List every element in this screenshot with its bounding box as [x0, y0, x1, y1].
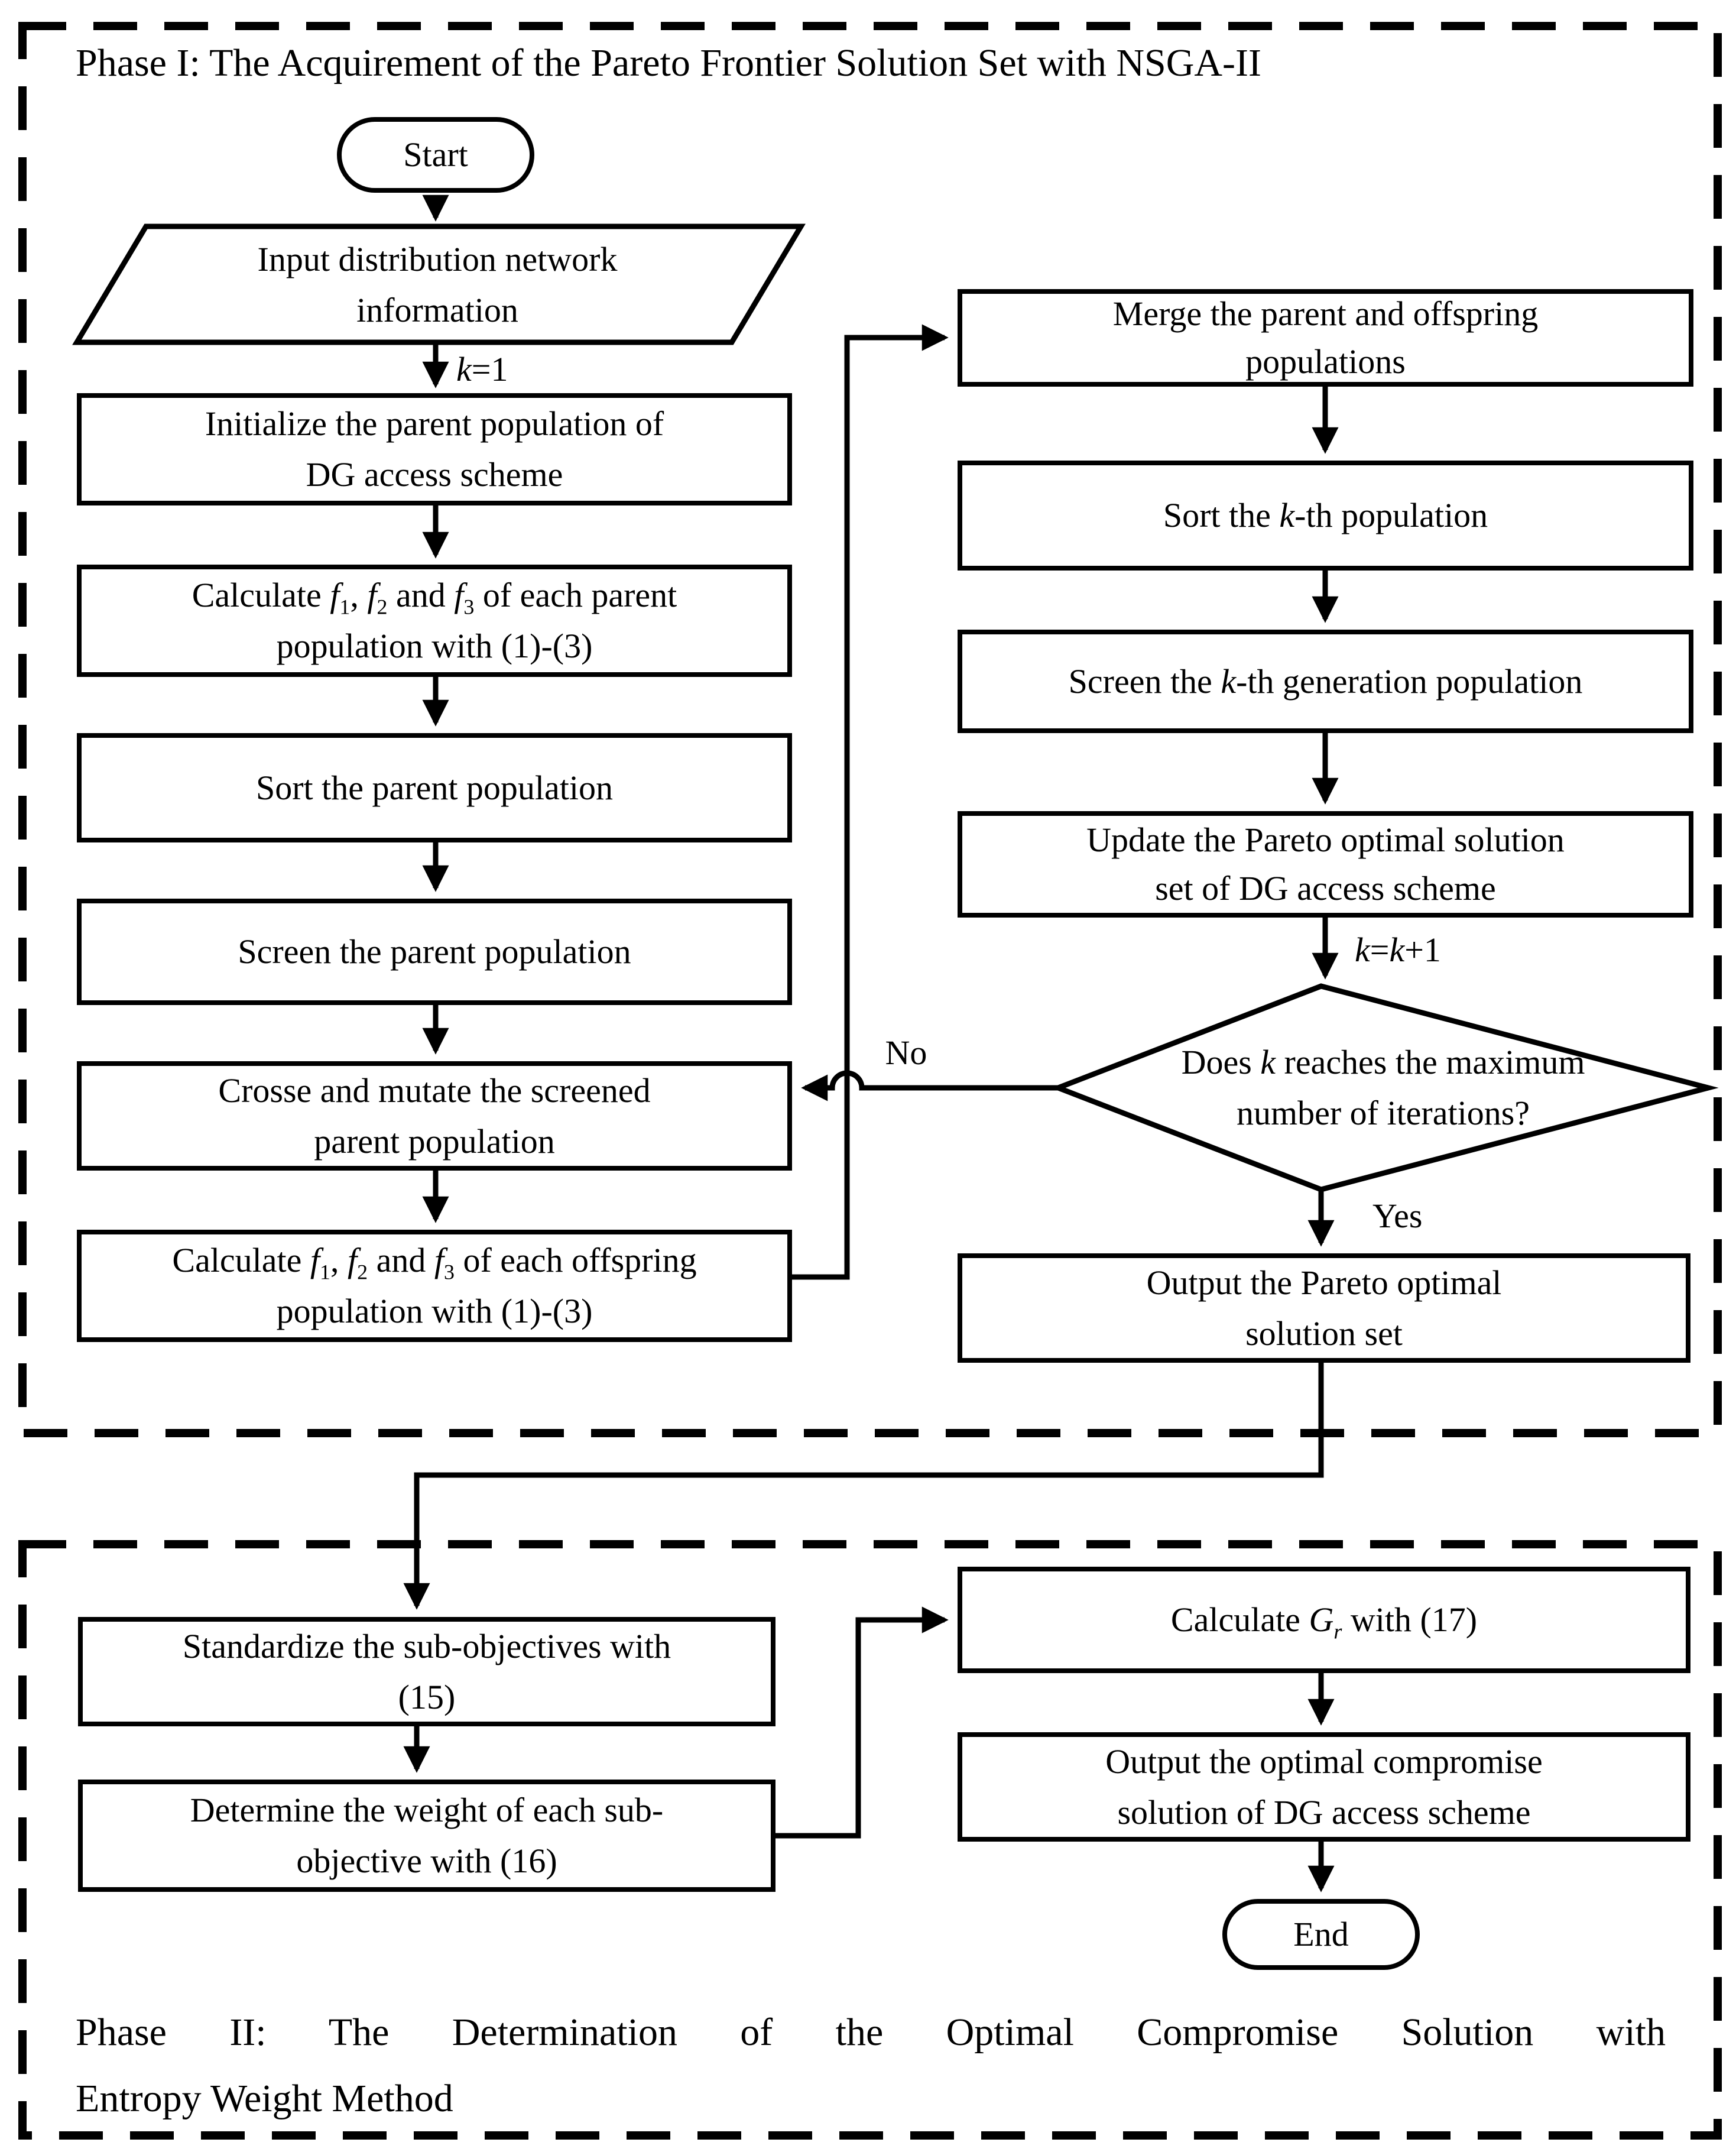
- output-compromise-line2: solution of DG access scheme: [1117, 1793, 1531, 1832]
- edge-decision-no-loop: [801, 1070, 1058, 1101]
- initialize-line1: Initialize the parent population of: [205, 404, 664, 443]
- determine-weight-line1: Determine the weight of each sub-: [190, 1791, 664, 1830]
- process-calc-parent-objectives: Calculate f1, f2 and f3 of each parent p…: [77, 565, 792, 677]
- decision-line1: Does k reaches the maximum: [1181, 1043, 1585, 1082]
- screen-kth-label: Screen the k-th generation population: [1068, 662, 1583, 701]
- process-sort-parent: Sort the parent population: [77, 733, 792, 842]
- phase2-title-line1: Phase II: The Determination of the Optim…: [76, 2011, 1666, 2054]
- standardize-line1: Standardize the sub-objectives with: [182, 1626, 671, 1665]
- process-calc-offspring-objectives: Calculate f1, f2 and f3 of each offsprin…: [77, 1230, 792, 1342]
- process-cross-mutate: Crosse and mutate the screened parent po…: [77, 1061, 792, 1171]
- edge-outputpareto-to-standardize: [403, 1363, 1324, 1610]
- label-k-increment: k=k+1: [1355, 931, 1441, 969]
- label-no: No: [885, 1033, 927, 1072]
- process-output-compromise: Output the optimal compromise solution o…: [958, 1732, 1690, 1842]
- process-calc-gr: Calculate Gr with (17): [958, 1567, 1690, 1673]
- label-k-init: k=1: [456, 350, 508, 388]
- phase2-dashed-border: [18, 1540, 1722, 2140]
- determine-weight-line2: objective with (16): [296, 1842, 557, 1880]
- calc-offspring-line1: Calculate f1, f2 and f3 of each offsprin…: [172, 1241, 697, 1284]
- decision-max-iterations: Does k reaches the maximum number of ite…: [1064, 989, 1702, 1187]
- end-label: End: [1293, 1915, 1349, 1954]
- label-yes: Yes: [1372, 1197, 1423, 1235]
- sort-kth-label: Sort the k-th population: [1163, 496, 1488, 535]
- merge-line2: populations: [1245, 342, 1406, 381]
- screen-parent-label: Screen the parent population: [238, 932, 631, 971]
- start-terminator: Start: [337, 117, 534, 193]
- update-pareto-line2: set of DG access scheme: [1155, 869, 1496, 908]
- input-line1: Input distribution network: [257, 240, 618, 279]
- decision-line2: number of iterations?: [1236, 1094, 1530, 1132]
- cross-mutate-line2: parent population: [314, 1122, 555, 1161]
- cross-mutate-line1: Crosse and mutate the screened: [218, 1071, 651, 1110]
- standardize-line2: (15): [398, 1677, 456, 1716]
- process-output-pareto: Output the Pareto optimal solution set: [958, 1253, 1690, 1363]
- phase1-dashed-border: [18, 22, 1722, 1437]
- process-determine-weight: Determine the weight of each sub- object…: [78, 1780, 775, 1892]
- edge-determine-to-calcgr: [775, 1606, 949, 1839]
- calc-parent-line1: Calculate f1, f2 and f3 of each parent: [192, 576, 677, 619]
- process-screen-kth: Screen the k-th generation population: [958, 630, 1693, 733]
- phase2-title-line2: Entropy Weight Method: [76, 2077, 453, 2121]
- merge-line1: Merge the parent and offspring: [1112, 294, 1539, 333]
- calc-gr-label: Calculate Gr with (17): [1170, 1600, 1478, 1644]
- output-compromise-line1: Output the optimal compromise: [1105, 1742, 1543, 1781]
- calc-offspring-line2: population with (1)-(3): [276, 1292, 593, 1330]
- process-sort-kth: Sort the k-th population: [958, 461, 1693, 571]
- input-line2: information: [356, 291, 518, 329]
- output-pareto-line1: Output the Pareto optimal: [1146, 1263, 1502, 1302]
- start-label: Start: [403, 135, 468, 174]
- process-merge-populations: Merge the parent and offspring populatio…: [958, 289, 1693, 387]
- process-update-pareto: Update the Pareto optimal solution set o…: [958, 811, 1693, 918]
- input-data-parallelogram: Input distribution network information: [89, 232, 786, 338]
- input-parallelogram-shape: [72, 223, 806, 345]
- process-initialize-parent: Initialize the parent population of DG a…: [77, 393, 792, 505]
- calc-parent-line2: population with (1)-(3): [276, 627, 593, 665]
- end-terminator: End: [1222, 1899, 1420, 1970]
- process-standardize: Standardize the sub-objectives with (15): [78, 1617, 775, 1726]
- phase1-title: Phase I: The Acquirement of the Pareto F…: [76, 41, 1261, 85]
- initialize-line2: DG access scheme: [306, 455, 563, 494]
- phase2-title: Phase II: The Determination of the Optim…: [76, 1999, 1666, 2132]
- output-pareto-line2: solution set: [1245, 1314, 1403, 1353]
- process-screen-parent: Screen the parent population: [77, 899, 792, 1005]
- update-pareto-line1: Update the Pareto optimal solution: [1086, 820, 1565, 859]
- edge-calcoffspring-to-merge: [792, 324, 949, 1280]
- sort-parent-label: Sort the parent population: [255, 768, 614, 807]
